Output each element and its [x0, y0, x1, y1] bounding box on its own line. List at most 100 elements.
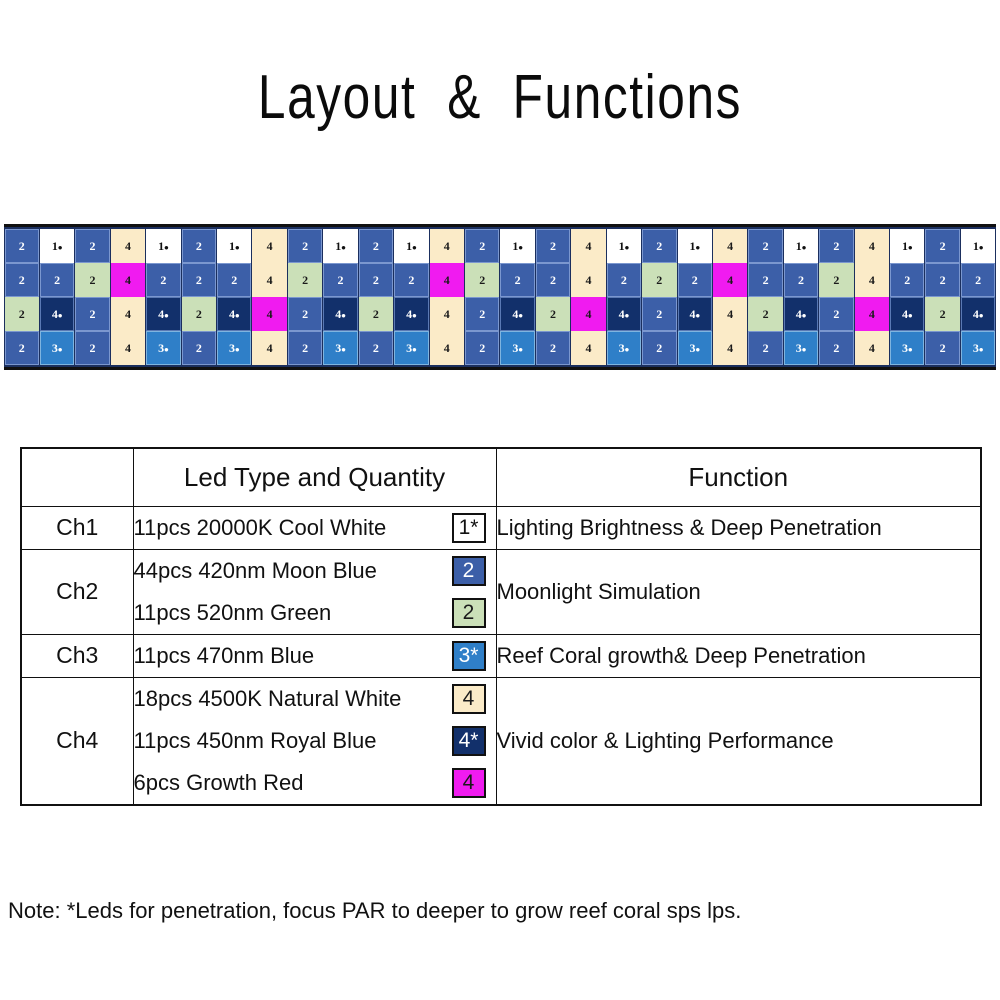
- led-cell: 4: [429, 229, 464, 263]
- led-cell: 3•: [217, 331, 252, 365]
- header-led-type: Led Type and Quantity: [132, 447, 497, 507]
- led-color-swatch: 4*: [451, 725, 486, 756]
- led-cell: 4: [252, 331, 287, 365]
- led-cell: 1•: [677, 229, 712, 263]
- led-cell: 2: [535, 263, 571, 297]
- led-cell: 4: [571, 297, 606, 331]
- led-cell: 2: [181, 331, 217, 365]
- led-cell: 1•: [890, 229, 925, 263]
- led-cell: 2: [748, 331, 783, 365]
- led-cell: 2: [642, 263, 677, 297]
- led-cell: 4: [110, 297, 146, 331]
- led-cell: 2: [75, 263, 110, 297]
- led-cell: 2: [181, 229, 217, 263]
- led-cell: 2: [783, 263, 819, 297]
- led-cell: 4: [571, 331, 606, 365]
- led-cell: 2: [464, 297, 500, 331]
- led-cell: 4: [429, 331, 464, 365]
- channel-label: Ch3: [20, 633, 134, 678]
- led-cell: 2: [464, 331, 500, 365]
- led-cell: 2: [535, 297, 571, 331]
- led-cell: 2: [925, 331, 960, 365]
- led-cell: 3•: [783, 331, 819, 365]
- led-cell: 4: [712, 331, 748, 365]
- led-cell: 2: [960, 263, 996, 297]
- led-cell: 4•: [960, 297, 996, 331]
- led-cell: 2: [642, 229, 677, 263]
- led-cell: 4: [429, 297, 464, 331]
- led-cell: 2: [925, 297, 960, 331]
- function-text: Moonlight Simulation: [495, 548, 982, 635]
- led-cell: 2: [75, 297, 110, 331]
- led-type-text: 11pcs 20000K Cool White: [133, 514, 387, 540]
- led-cell: 2: [146, 263, 181, 297]
- led-cell: 2: [748, 263, 783, 297]
- led-cell: 3•: [39, 331, 75, 365]
- led-cell: 2: [75, 331, 110, 365]
- led-cell: 2: [642, 297, 677, 331]
- led-cell: 2: [358, 297, 394, 331]
- led-cell: 2: [925, 229, 960, 263]
- led-cell: 2: [535, 331, 571, 365]
- led-cell: 4: [571, 229, 606, 263]
- led-cell: 4: [854, 331, 890, 365]
- led-cell: 2: [464, 263, 500, 297]
- led-cell: 4: [854, 297, 890, 331]
- led-type-text: 11pcs 470nm Blue: [133, 642, 315, 668]
- led-cell: 2: [287, 297, 323, 331]
- led-cell: 2: [606, 263, 642, 297]
- led-cell: 2: [358, 263, 394, 297]
- led-cell: 2: [748, 297, 783, 331]
- led-type-line: 11pcs 520nm Green 2: [134, 592, 496, 634]
- led-cell: 2: [4, 331, 39, 365]
- led-cell: 2: [925, 263, 960, 297]
- led-type-line: 11pcs 20000K Cool White 1*: [134, 507, 496, 549]
- led-cell: 4: [712, 297, 748, 331]
- led-cell: 4•: [606, 297, 642, 331]
- footnote: Note: *Leds for penetration, focus PAR t…: [8, 898, 742, 923]
- led-color-swatch: 2: [451, 597, 486, 628]
- led-cell: 4: [712, 229, 748, 263]
- led-cell: 4•: [890, 297, 925, 331]
- led-cell: 4•: [500, 297, 535, 331]
- led-cell: 1•: [323, 229, 358, 263]
- led-cell: 2: [75, 229, 110, 263]
- page-title: Layout & Functions: [257, 63, 743, 132]
- led-cell: 1•: [783, 229, 819, 263]
- header-function: Function: [495, 447, 982, 507]
- led-cell: 2: [181, 297, 217, 331]
- led-cell: 4: [854, 229, 890, 263]
- led-type-text: 6pcs Growth Red: [133, 769, 304, 795]
- led-cell: 2: [819, 331, 854, 365]
- led-cell: 2: [323, 263, 358, 297]
- led-color-swatch: 1*: [451, 512, 486, 543]
- led-cell: 2: [500, 263, 535, 297]
- led-type-text: 11pcs 520nm Green: [133, 599, 332, 625]
- led-cell: 2: [358, 331, 394, 365]
- led-cell: 1•: [394, 229, 429, 263]
- led-cell: 2: [287, 229, 323, 263]
- led-cell: 1•: [39, 229, 75, 263]
- led-cell: 2: [4, 229, 39, 263]
- led-type-text: 18pcs 4500K Natural White: [133, 685, 402, 711]
- led-cell: 4•: [217, 297, 252, 331]
- led-cell: 1•: [146, 229, 181, 263]
- function-text: Lighting Brightness & Deep Penetration: [495, 505, 982, 550]
- led-cell: 4: [429, 263, 464, 297]
- led-cell: 2: [287, 331, 323, 365]
- led-cell: 2: [819, 297, 854, 331]
- led-cell: 2: [4, 297, 39, 331]
